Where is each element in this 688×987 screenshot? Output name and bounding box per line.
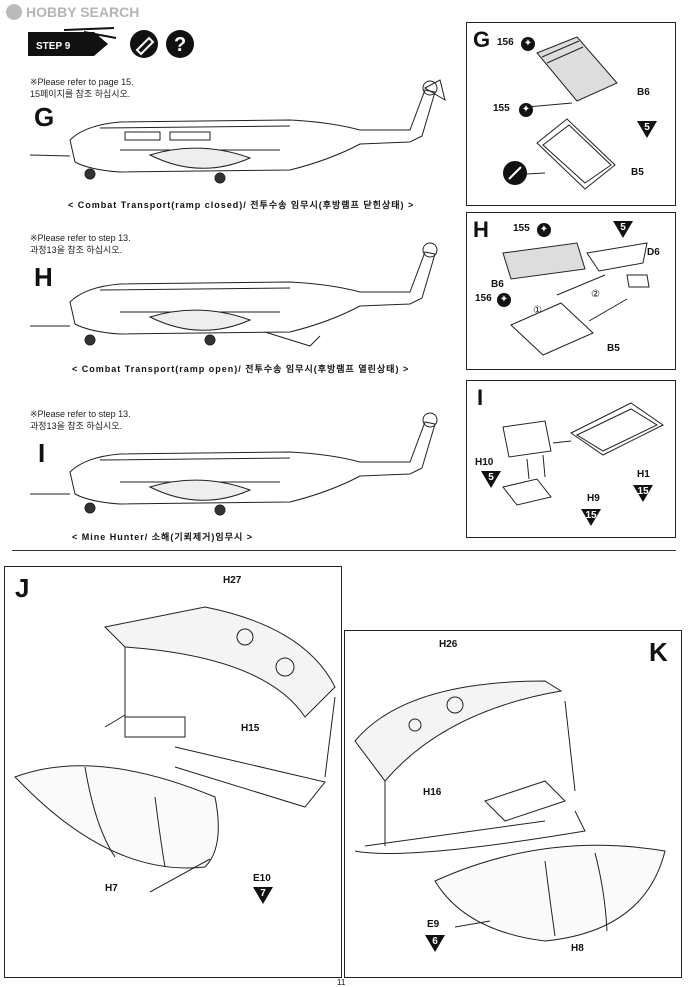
panel-k-letter: K: [649, 637, 668, 667]
panel-k-part-h8: H8: [571, 943, 584, 954]
panel-k-part-h16: H16: [423, 787, 442, 798]
panel-k: K H26 H16 H8 E9 6: [344, 630, 682, 978]
detail-i-part-h10: H10: [475, 457, 494, 468]
note-h-ko: 과정13을 참조 하십시오.: [30, 245, 123, 255]
section-letter-g: G: [34, 102, 55, 132]
note-h-en: ※Please refer to step 13.: [30, 233, 131, 243]
detail-h-badge: 5: [613, 221, 633, 238]
helicopter-h-illustration: [30, 242, 438, 347]
note-g: ※Please refer to page 15. 15페이지를 참조 하십시오…: [30, 76, 134, 100]
detail-g-part-155: 155: [493, 103, 510, 114]
section-letter-i: I: [38, 438, 46, 468]
detail-g-tool-icon: [503, 161, 527, 185]
detail-i-badge-h1: 15: [633, 485, 653, 502]
panel-k-part-e9: E9: [427, 919, 440, 930]
panel-j-part-e10: E10: [253, 873, 271, 884]
detail-g-badge: 5: [637, 121, 657, 138]
detail-g-star-155-icon: ✦: [519, 103, 533, 117]
detail-i-part-h9: H9: [587, 493, 600, 504]
detail-g-part-156: 156: [497, 37, 514, 48]
step-header: STEP 9 ?: [24, 26, 214, 62]
note-i: ※Please refer to step 13. 과정13을 참조 하십시오.: [30, 408, 131, 432]
detail-h-part-b5: B5: [607, 343, 620, 354]
section-letter-h: H: [34, 262, 53, 292]
caption-g: < Combat Transport(ramp closed)/ 전투수송 임무…: [68, 200, 415, 210]
panel-j-part-h7: H7: [105, 883, 118, 894]
watermark-text: HOBBY SEARCH: [26, 4, 139, 20]
detail-g-part-b6: B6: [637, 87, 650, 98]
panel-j: J H27 H15 H7 E10 7: [4, 566, 342, 978]
detail-h-part-b6: B6: [491, 279, 504, 290]
section-divider: [12, 550, 676, 551]
glue-icon: [130, 30, 158, 58]
detail-g-part-b5: B5: [631, 167, 644, 178]
note-g-en: ※Please refer to page 15.: [30, 77, 134, 87]
note-i-ko: 과정13을 참조 하십시오.: [30, 421, 123, 431]
detail-i-badge-h10: 5: [481, 471, 501, 488]
note-h: ※Please refer to step 13. 과정13을 참조 하십시오.: [30, 232, 131, 256]
detail-i-part-h1: H1: [637, 469, 650, 480]
panel-j-letter: J: [15, 573, 30, 603]
detail-h-part-d6: D6: [647, 247, 660, 258]
step-label: STEP 9: [36, 41, 71, 52]
panel-j-part-h15: H15: [241, 723, 260, 734]
panel-k-part-h26: H26: [439, 639, 458, 650]
hobby-search-watermark: HOBBY SEARCH: [6, 4, 139, 20]
detail-h-star-156-icon: ✦: [497, 293, 511, 307]
panel-j-badge: 7: [253, 887, 273, 904]
svg-text:?: ?: [174, 34, 186, 56]
detail-box-h: H 155 ✦ 5 D6 B6 156 ✦ ① ② B5: [466, 212, 676, 370]
detail-h-step-2: ②: [591, 289, 600, 300]
panel-j-part-h27: H27: [223, 575, 242, 586]
detail-g-star-156-icon: ✦: [521, 37, 535, 51]
panel-k-badge: 6: [425, 935, 445, 952]
detail-h-part-156: 156: [475, 293, 492, 304]
detail-box-g: G 156 ✦ 155 ✦ B6 5 B5: [466, 22, 676, 206]
detail-h-letter: H: [473, 217, 489, 242]
detail-box-i: I H10 5 H9 15 H1 15: [466, 380, 676, 538]
detail-h-part-155: 155: [513, 223, 530, 234]
detail-h-star-155-icon: ✦: [537, 223, 551, 237]
note-g-ko: 15페이지를 참조 하십시오.: [30, 89, 131, 99]
caption-h: < Combat Transport(ramp open)/ 전투수송 임무시(…: [72, 364, 410, 374]
helicopter-i-illustration: [30, 412, 438, 516]
page-number: 11: [337, 978, 346, 987]
caption-i: < Mine Hunter/ 소해(기뢰제거)임무시 >: [72, 532, 254, 542]
note-i-en: ※Please refer to step 13.: [30, 409, 131, 419]
detail-h-step-1: ①: [533, 305, 542, 316]
detail-i-badge-h9: 15: [581, 509, 601, 526]
detail-g-letter: G: [473, 27, 491, 52]
detail-i-letter: I: [477, 385, 484, 410]
question-icon: ?: [166, 30, 194, 58]
helicopter-g-illustration: [30, 79, 446, 184]
